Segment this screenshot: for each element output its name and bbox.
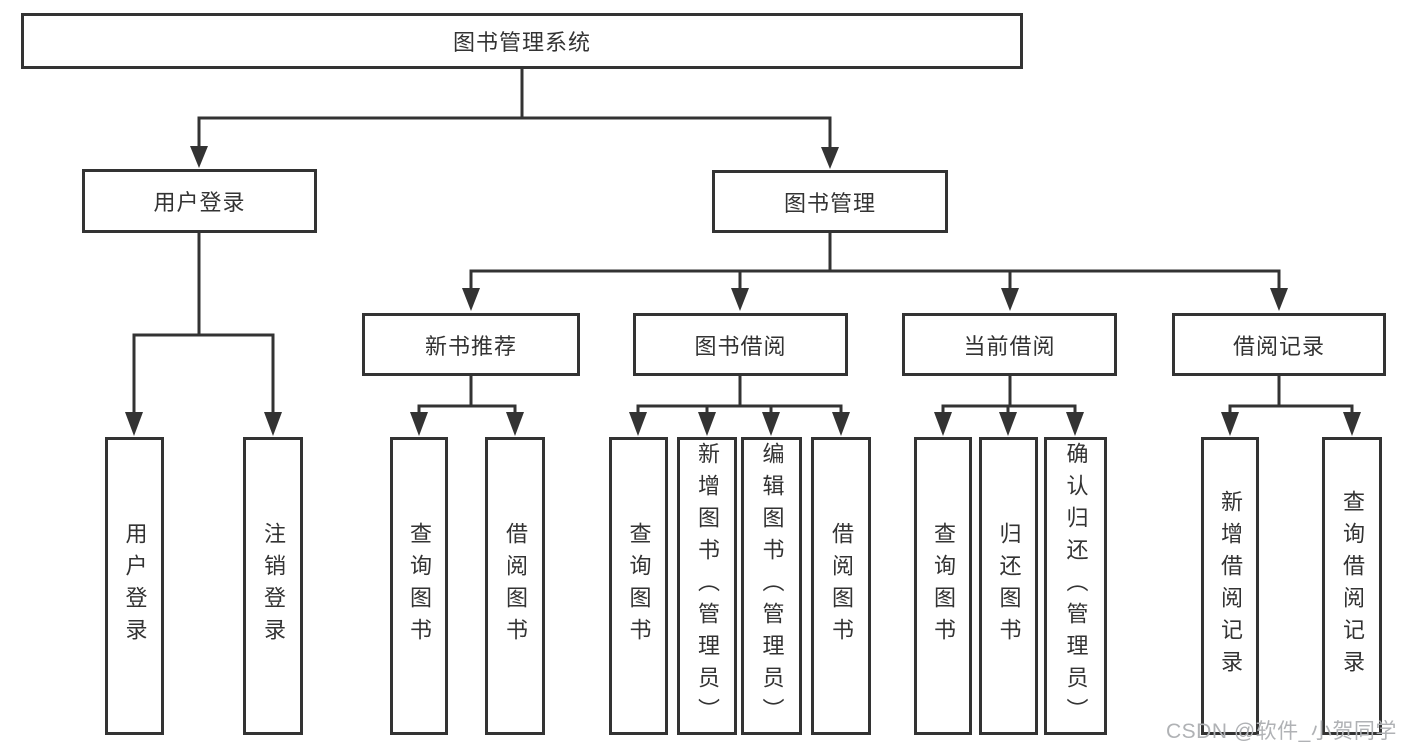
section-node-book-borrowing: 图书借阅	[633, 313, 848, 376]
leaf-node-label: 注销登录	[261, 522, 286, 650]
leaf-node-label: 查询借阅记录	[1340, 490, 1365, 682]
leaf-node-query-books: 查询图书	[390, 437, 448, 735]
leaf-node-return-book: 归还图书	[979, 437, 1038, 735]
branch-node-user-login: 用户登录	[82, 169, 317, 233]
section-node-borrowing-records: 借阅记录	[1172, 313, 1386, 376]
leaf-node-query-books: 查询图书	[609, 437, 668, 735]
section-node-current-borrowing: 当前借阅	[902, 313, 1117, 376]
section-node-new-book-recommendation: 新书推荐	[362, 313, 580, 376]
branch-node-label: 图书管理	[783, 190, 876, 216]
leaf-node-label: 借阅图书	[829, 522, 854, 650]
leaf-node-label: 查询图书	[407, 522, 432, 650]
section-node-label: 图书借阅	[694, 333, 787, 359]
leaf-node-borrow-books: 借阅图书	[485, 437, 545, 735]
leaf-node-label: 查询图书	[931, 522, 956, 650]
leaf-node-logout: 注销登录	[243, 437, 303, 735]
branch-node-label: 用户登录	[153, 190, 246, 215]
leaf-node-label: 借阅图书	[503, 522, 528, 650]
leaf-node-query-books: 查询图书	[914, 437, 972, 735]
leaf-node-label: 归还图书	[996, 522, 1022, 650]
leaf-node-label: 编辑图书（管理员）	[759, 442, 785, 730]
branch-node-book-management: 图书管理	[712, 170, 948, 233]
csdn-watermark: CSDN @软件_小贺同学	[1166, 720, 1397, 743]
leaf-node-query-borrow-record: 查询借阅记录	[1322, 437, 1382, 735]
root-node-library-management-system: 图书管理系统	[21, 13, 1023, 69]
leaf-node-borrow-books: 借阅图书	[811, 437, 871, 735]
leaf-node-label: 确认归还（管理员）	[1063, 442, 1089, 730]
leaf-node-edit-book-admin: 编辑图书（管理员）	[741, 437, 802, 735]
arrowheads	[125, 146, 1361, 436]
section-node-label: 借阅记录	[1232, 333, 1325, 359]
section-node-label: 新书推荐	[424, 333, 517, 359]
section-node-label: 当前借阅	[963, 333, 1056, 359]
leaf-node-user-login: 用户登录	[105, 437, 164, 735]
leaf-node-add-book-admin: 新增图书（管理员）	[677, 437, 737, 735]
leaf-node-label: 新增借阅记录	[1218, 490, 1243, 682]
leaf-node-label: 查询图书	[626, 522, 652, 650]
leaf-node-label: 新增图书（管理员）	[695, 442, 720, 730]
leaf-node-add-borrow-record: 新增借阅记录	[1201, 437, 1259, 735]
leaf-node-label: 用户登录	[122, 522, 148, 650]
leaf-node-confirm-return-admin: 确认归还（管理员）	[1044, 437, 1107, 735]
root-node-label: 图书管理系统	[452, 30, 591, 55]
